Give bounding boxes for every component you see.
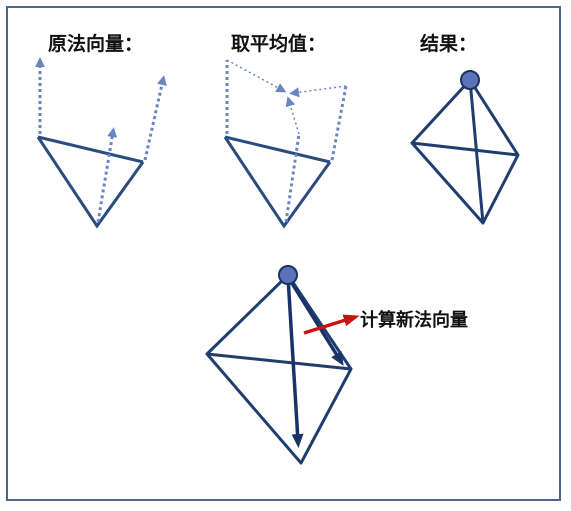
vertex-dot-icon — [460, 70, 480, 90]
average-arrow-from-left — [226, 59, 287, 93]
panel-original-normals — [35, 57, 167, 229]
vertex-dot-icon-large — [278, 265, 298, 285]
panel-average — [223, 59, 348, 229]
label-original-normals: 原法向量： — [48, 32, 143, 55]
label-compute-new-normal: 计算新法向量 — [360, 309, 468, 331]
large-tetrahedron-outline — [205, 273, 353, 465]
triangle-top-edge — [37, 135, 144, 164]
triangle-lower-edges — [36, 136, 145, 229]
normal-line-middle — [284, 133, 301, 223]
label-average: 取平均值： — [231, 32, 326, 55]
panel-result — [410, 70, 520, 225]
label-result: 结果： — [420, 32, 477, 55]
normal-arrow-right — [143, 75, 167, 161]
panel-new-normal: 计算新法向量 — [205, 265, 468, 465]
average-arrow-from-right — [289, 85, 347, 98]
tetrahedron-outline — [410, 78, 520, 225]
triangle-top-edge-2 — [224, 135, 331, 164]
new-normal-arrow-down — [286, 276, 304, 448]
highlight-arrow-icon — [303, 314, 360, 335]
tetrahedron-spine-edge — [468, 79, 485, 224]
average-arrow-from-middle — [285, 96, 300, 135]
normal-line-right — [330, 85, 348, 161]
triangle-lower-edges-2 — [223, 136, 332, 229]
tetrahedron-cross-edge — [411, 141, 519, 157]
new-normal-arrow-diagonal — [286, 276, 344, 366]
large-tetrahedron-cross-edge — [206, 352, 352, 371]
